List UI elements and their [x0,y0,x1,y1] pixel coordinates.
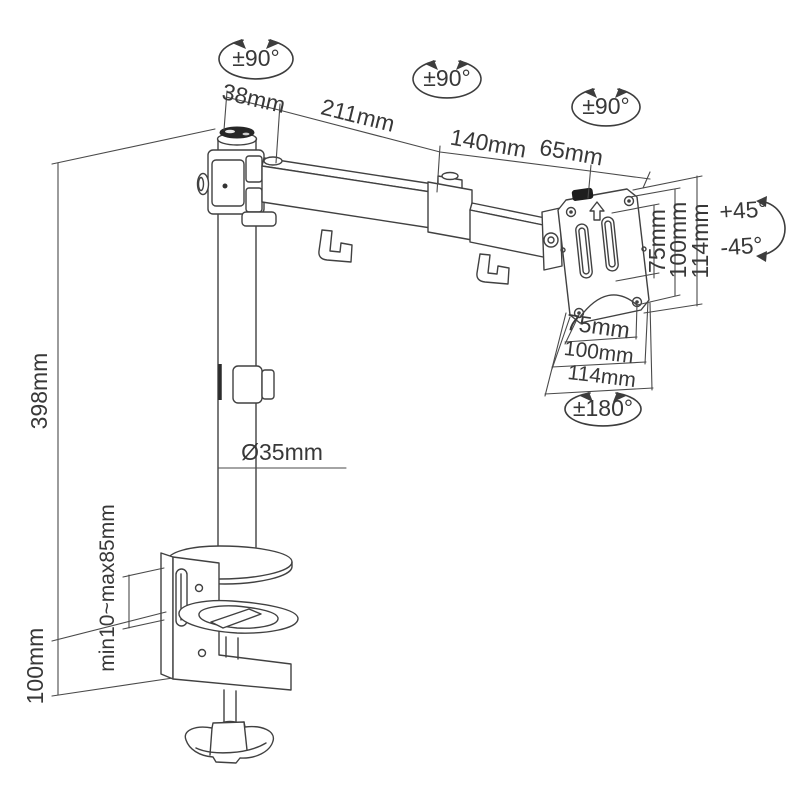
tilt-arc [756,196,786,262]
dimension-lines [51,90,703,697]
rotation-arc-end [571,88,641,127]
tilt-label-up: +45° [718,195,768,224]
cable-hook [476,253,510,285]
orientation-arrow-icon [589,201,605,221]
dim-label-pole-height: 398mm [26,353,52,430]
pole-arm-joint [196,149,277,227]
desk-clamp [160,545,299,764]
dim-label-65mm: 65mm [538,134,605,171]
rotation-arc-mid [412,60,482,99]
dim-label-pole-diameter: Ø35mm [241,439,323,465]
arm [261,156,551,285]
cable-hook [318,229,353,263]
tilt-label-down: -45° [719,232,763,261]
dim-label-vesa-v-75: 75mm [644,209,670,273]
rotation-arc-vesa [564,392,642,427]
dim-label-vesa-v-114: 114mm [687,204,713,279]
rotation-label-end: ±90° [582,93,629,119]
rotation-annotations [218,39,786,427]
dim-label-vesa-v-100: 100mm [665,202,691,279]
rotation-label-vesa: ±180° [573,395,633,421]
dim-label-clamp-range: min10~max85mm [96,504,119,671]
dimension-labels: ±90° ±90° ±90° ±180° +45° -45° 38mm 211m… [22,45,768,704]
dim-label-38mm: 38mm [220,78,288,118]
dim-label-140mm: 140mm [448,124,528,163]
clamp-knob [184,721,275,764]
rotation-label-mid: ±90° [423,65,470,91]
vesa-plate [557,187,650,324]
rotation-label-pole: ±90° [232,45,279,71]
vesa-hinge [541,207,563,271]
rotation-arc-pole [218,39,294,80]
dim-label-clamp-height: 100mm [22,628,48,705]
